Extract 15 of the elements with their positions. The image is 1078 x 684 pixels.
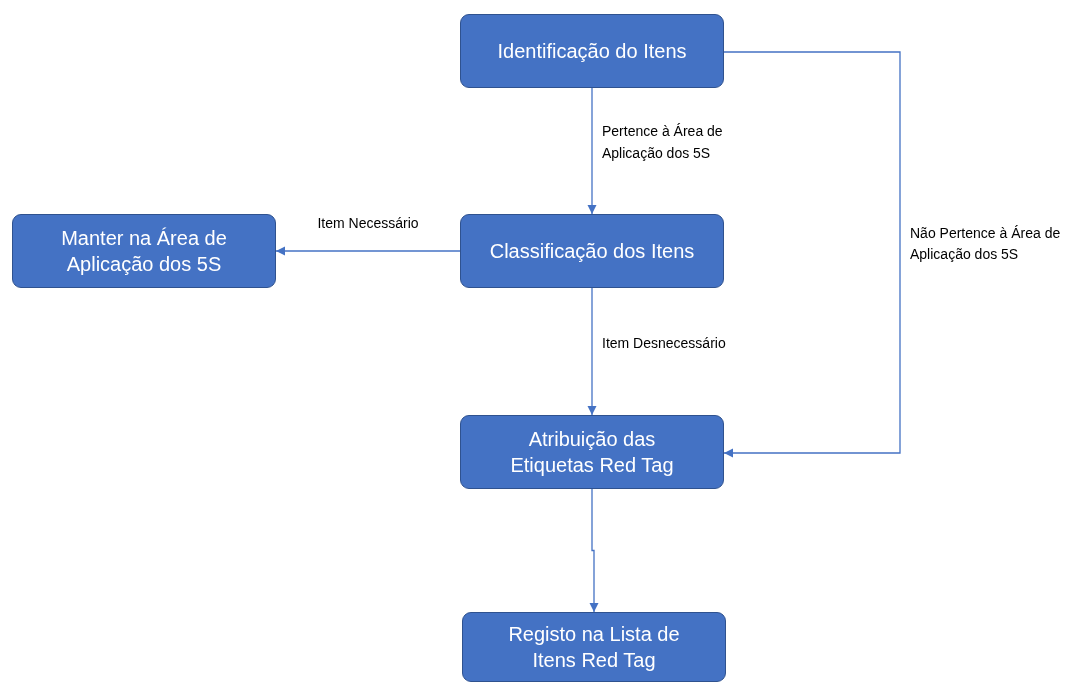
- arrow: [589, 488, 599, 613]
- process-box: [462, 612, 726, 682]
- box-text: Manter na Área de Aplicação dos 5S: [60, 226, 228, 277]
- process-box: [460, 14, 724, 88]
- box-text: Registo na Lista de Itens Red Tag: [507, 622, 681, 673]
- box-text: Classificação dos Itens: [489, 239, 695, 264]
- box-text: Identificação do Itens: [497, 39, 687, 64]
- arrow: [587, 287, 597, 416]
- box-text: Atribuição das Etiquetas Red Tag: [509, 427, 675, 478]
- process-box: [460, 214, 724, 288]
- arrow: [723, 51, 901, 458]
- process-box: [12, 214, 276, 288]
- arrow: [587, 87, 597, 215]
- process-box: [460, 415, 724, 489]
- arrow: [275, 246, 461, 256]
